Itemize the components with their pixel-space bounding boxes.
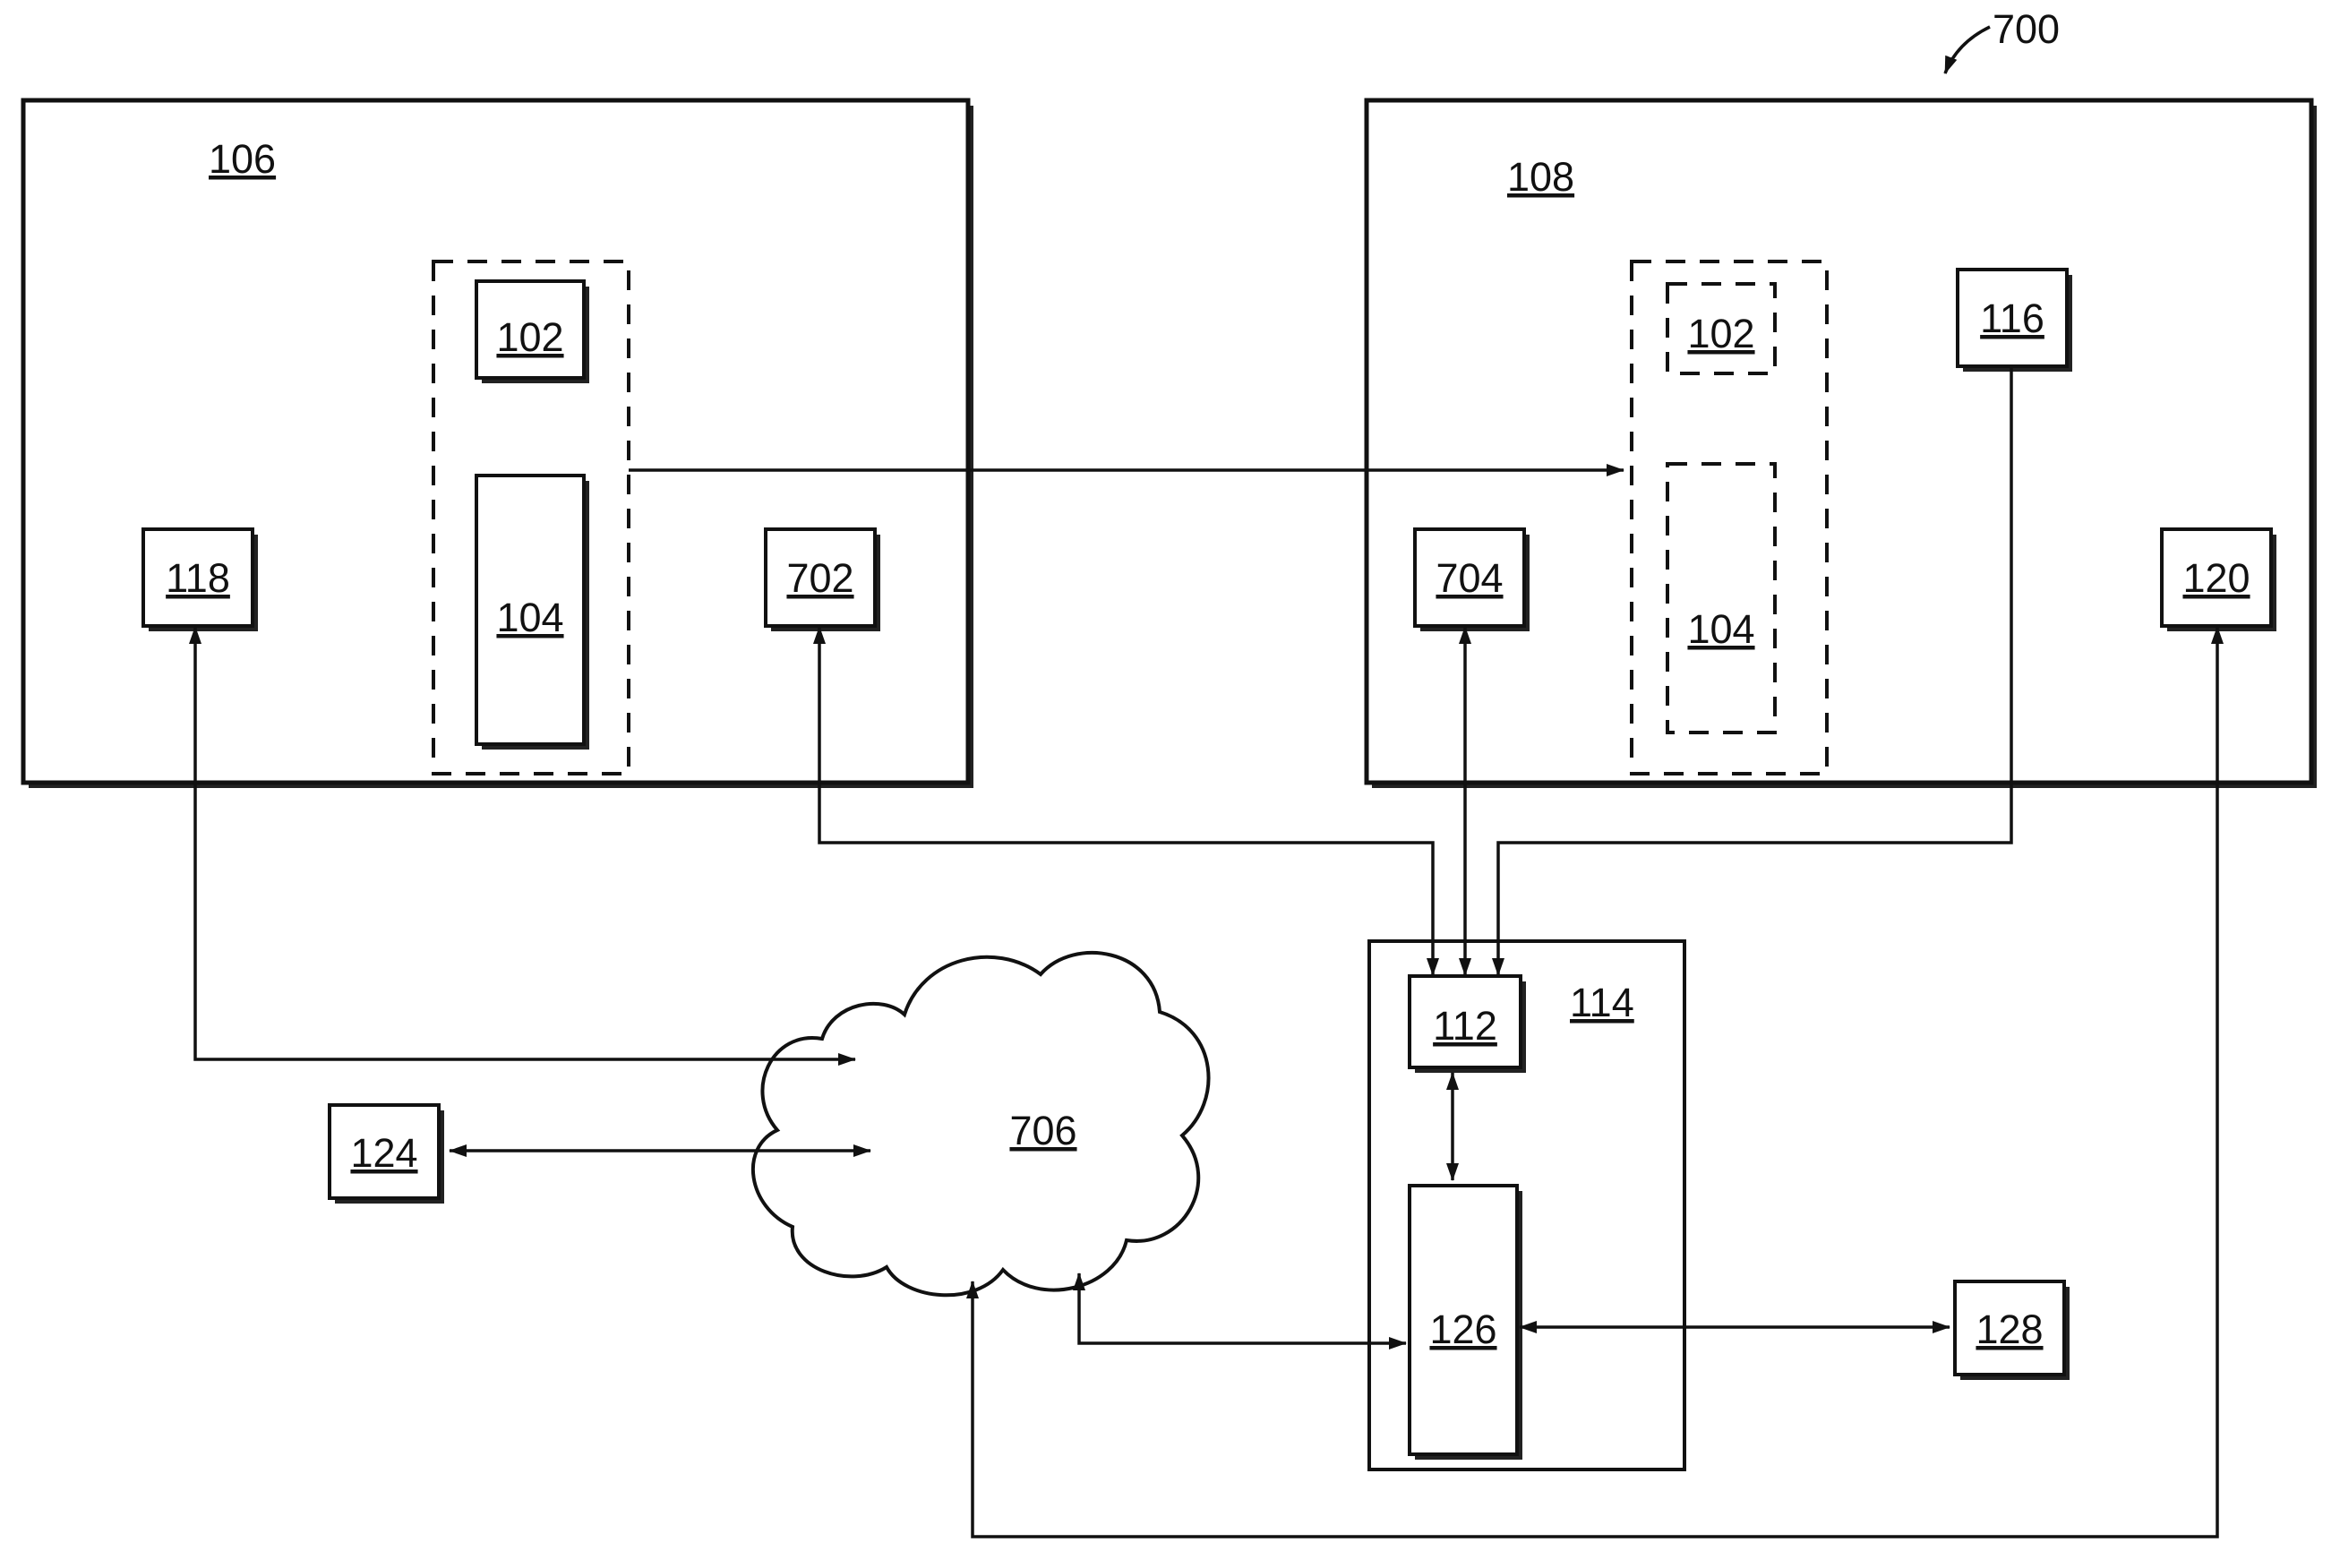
block-112-label: 112 xyxy=(1433,1003,1497,1049)
block-126-label: 126 xyxy=(1429,1307,1496,1352)
figure-reference-label: 700 xyxy=(1993,6,2060,52)
block-104-left-label: 104 xyxy=(496,595,563,640)
block-104-right-label: 104 xyxy=(1687,606,1754,652)
left-system-106: 106 102 104 118 702 xyxy=(23,100,973,788)
block-118-label: 118 xyxy=(166,555,230,601)
network-cloud-706: 706 xyxy=(753,953,1209,1295)
block-124-label: 124 xyxy=(350,1130,417,1176)
server-group-114: 114 112 126 xyxy=(1369,941,1684,1469)
block-120-label: 120 xyxy=(2182,555,2250,601)
block-704-label: 704 xyxy=(1436,555,1503,601)
left-system-label: 106 xyxy=(209,136,276,182)
figure-reference: 700 xyxy=(1945,6,2060,73)
link-network-126 xyxy=(1079,1273,1406,1343)
block-102-right-label: 102 xyxy=(1687,311,1754,356)
network-cloud-label: 706 xyxy=(1009,1108,1076,1153)
block-128-group: 128 xyxy=(1955,1281,2070,1380)
right-system-frame xyxy=(1367,100,2311,783)
block-124-group: 124 xyxy=(330,1105,444,1204)
block-128-label: 128 xyxy=(1976,1307,2043,1352)
right-system-108: 108 102 104 116 704 120 xyxy=(1367,100,2317,788)
right-system-label: 108 xyxy=(1507,154,1574,200)
network-cloud-shape xyxy=(753,953,1209,1295)
server-group-label: 114 xyxy=(1570,980,1634,1025)
block-116-label: 116 xyxy=(1980,296,2044,341)
block-102-left-label: 102 xyxy=(496,314,563,360)
block-702-label: 702 xyxy=(786,555,853,601)
figure-reference-arrow xyxy=(1945,27,1990,73)
